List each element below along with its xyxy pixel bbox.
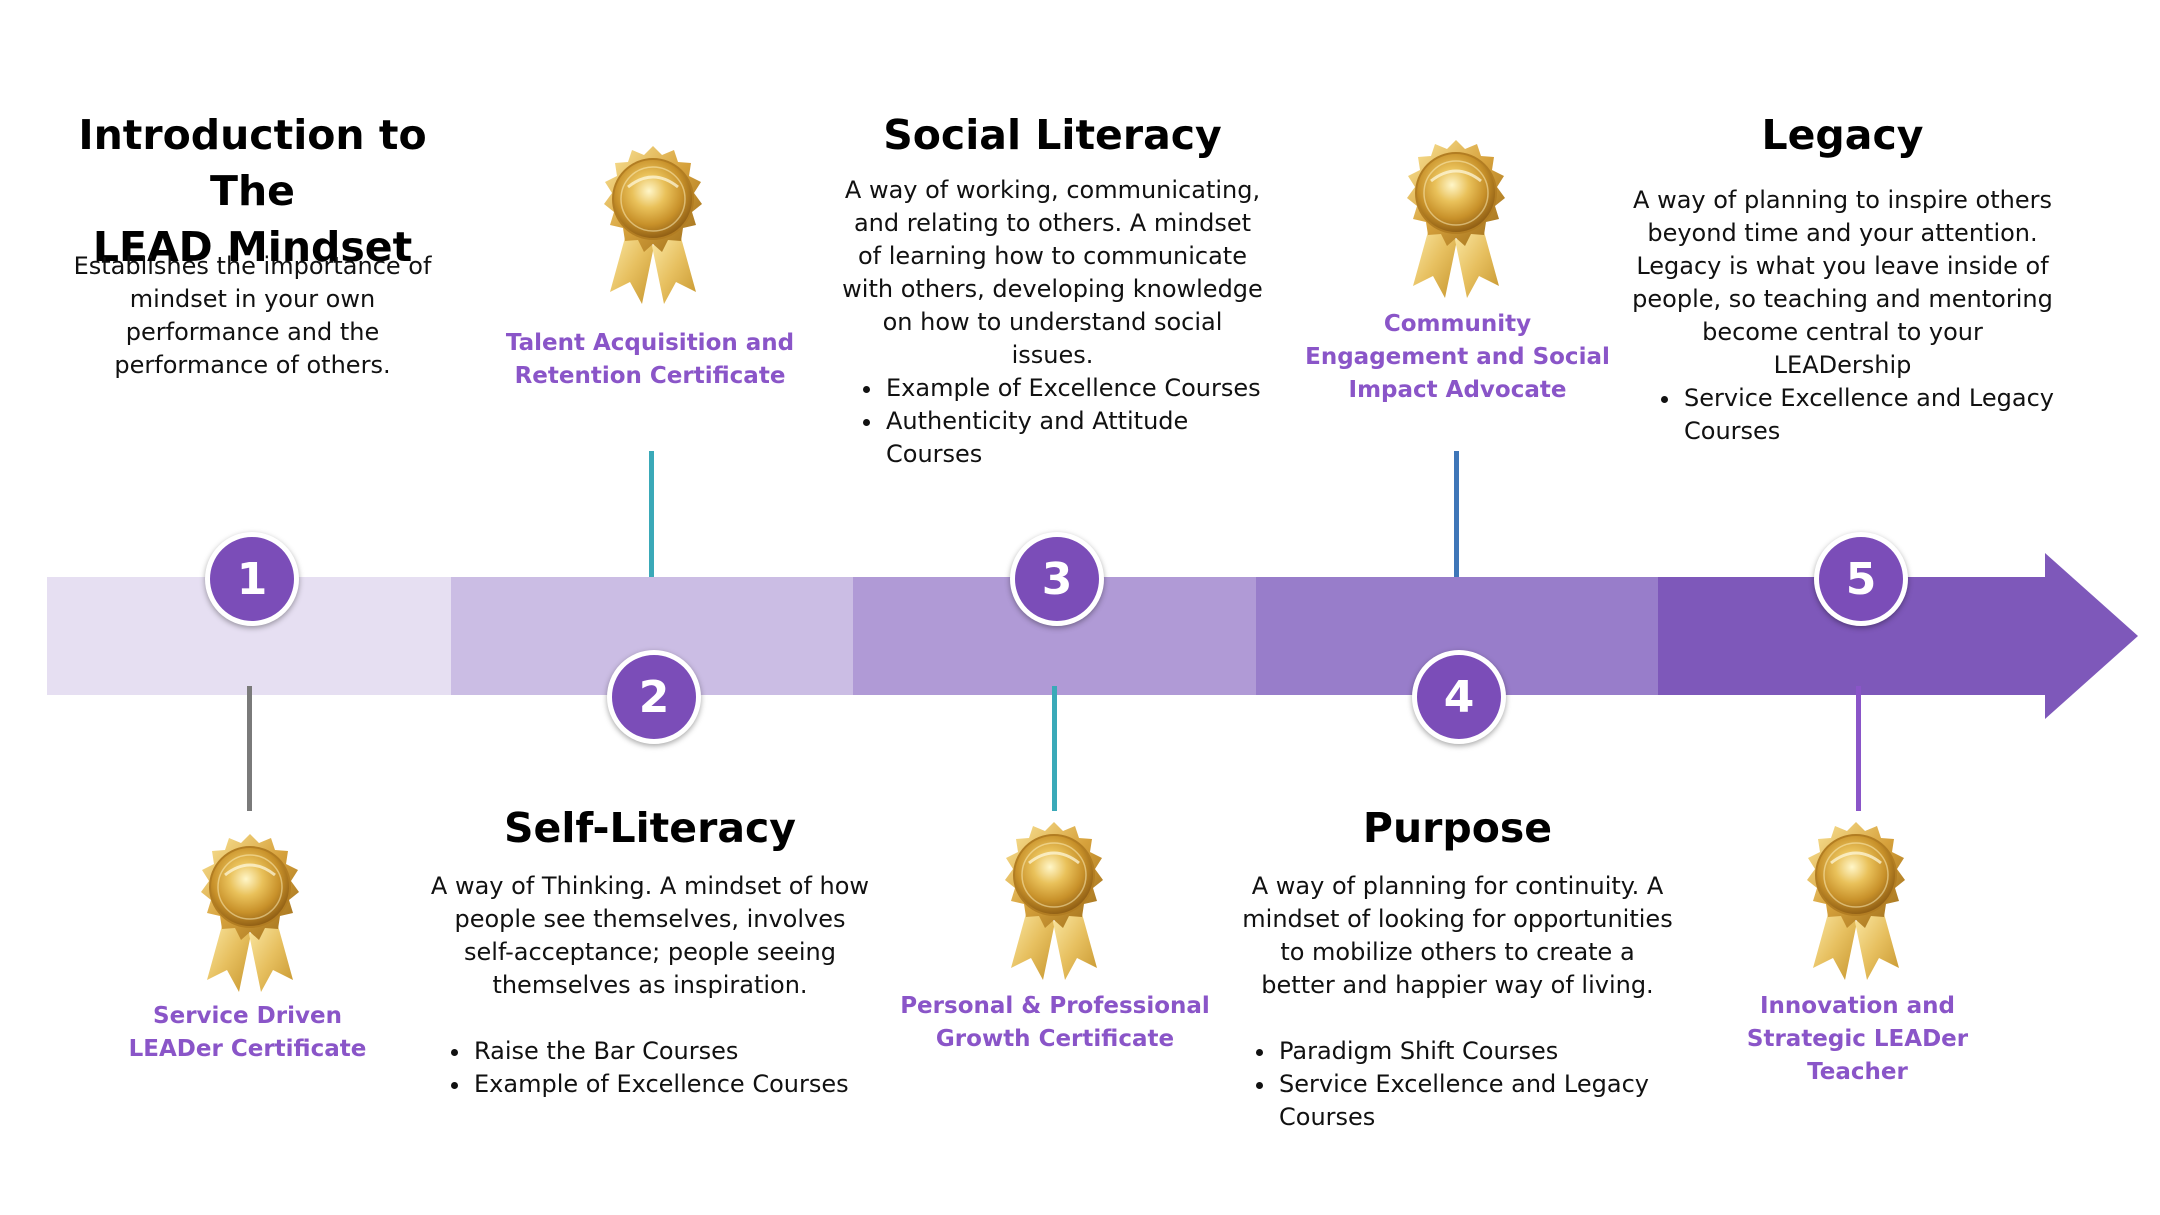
medal-icon [1791,818,1921,986]
connector-line-4 [1454,451,1459,577]
step-number-5: 5 [1814,532,1908,626]
step-5-course-list: Service Excellence and Legacy Courses [1650,382,2082,448]
step-number-4: 4 [1412,650,1506,744]
step-4-certificate: Community Engagement and Social Impact A… [1305,311,1610,403]
connector-line-2 [649,451,654,577]
arrow-head [2045,553,2138,719]
course-item: Authenticity and Attitude Courses [884,405,1284,471]
step-1-description: Establishes the importance of mindset in… [73,252,432,379]
medal-icon [989,818,1119,986]
course-item: Paradigm Shift Courses [1277,1035,1687,1068]
step-3-certificate: Personal & Professional Growth Certifica… [900,993,1210,1052]
step-4-description: A way of planning for continuity. A mind… [1242,872,1673,999]
step-2-description: A way of Thinking. A mindset of how peop… [430,872,870,999]
connector-line-5 [1856,686,1861,811]
step-3-description: A way of working, communicating, and rel… [842,176,1263,369]
step-5-title: Legacy [1761,111,1924,159]
course-item: Service Excellence and Legacy Courses [1277,1068,1687,1134]
step-number-1: 1 [205,532,299,626]
step-2-course-list: Raise the Bar Courses Example of Excelle… [440,1035,892,1101]
medal-icon [1391,136,1521,304]
course-item: Example of Excellence Courses [472,1068,892,1101]
step-4-title: Purpose [1362,804,1553,852]
step-number-3: 3 [1010,532,1104,626]
medal-icon [185,830,315,998]
step-4-course-list: Paradigm Shift Courses Service Excellenc… [1245,1035,1687,1134]
step-number-2: 2 [607,650,701,744]
step-3-course-list: Example of Excellence Courses Authentici… [852,372,1284,471]
course-item: Raise the Bar Courses [472,1035,892,1068]
step-1-title: Introduction to The LEAD Mindset [78,111,427,271]
connector-line-3 [1052,686,1057,811]
step-2-title: Self-Literacy [503,804,797,852]
connector-line-1 [247,686,252,811]
step-5-description: A way of planning to inspire others beyo… [1632,186,2053,379]
step-3-title: Social Literacy [883,111,1222,159]
course-item: Example of Excellence Courses [884,372,1284,405]
course-item: Service Excellence and Legacy Courses [1682,382,2082,448]
step-5-certificate: Innovation and Strategic LEADer Teacher [1746,993,1969,1085]
medal-icon [588,142,718,310]
step-2-certificate: Talent Acquisition and Retention Certifi… [505,330,795,389]
step-1-certificate: Service Driven LEADer Certificate [128,1003,367,1062]
